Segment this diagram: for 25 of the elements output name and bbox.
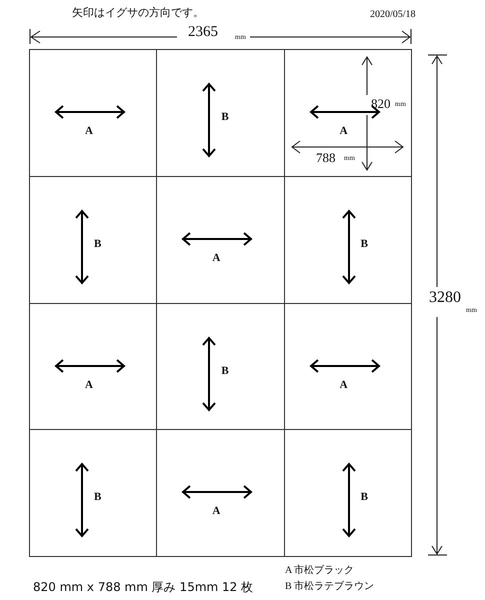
mat-type-label: B — [221, 366, 229, 376]
mat-type-label: A — [340, 126, 348, 137]
date-text: 2020/05/18 — [370, 10, 416, 20]
mat-type-label: A — [212, 252, 220, 264]
tatami-mat — [29, 49, 158, 177]
legend-text: A 市松ブラック — [285, 566, 354, 576]
spec-text: 820 mm x 788 mm 厚み 15mm 12 枚 — [33, 581, 254, 593]
dimension-label: 2365 — [188, 25, 218, 40]
mat-type-label: A — [340, 380, 348, 390]
mat-type-label: A — [212, 506, 220, 518]
note-text: 矢印はイグサの方向です。 — [72, 8, 204, 19]
mat-type-label: A — [85, 380, 93, 390]
mat-type-label: B — [221, 112, 229, 123]
dimension-label: 820 — [371, 97, 390, 110]
mat-type-label: B — [360, 492, 368, 504]
tatami-mat — [29, 429, 158, 557]
mat-type-label: B — [94, 238, 102, 250]
legend-text: B 市松ラテブラウン — [285, 582, 374, 592]
dimension-label: 3280 — [429, 290, 461, 306]
tatami-mat — [284, 429, 412, 557]
mat-type-label: A — [85, 126, 93, 137]
tatami-mat — [284, 49, 412, 177]
mat-type-label: B — [360, 238, 368, 250]
dimension-label: 788 — [316, 151, 336, 164]
mat-type-label: B — [94, 492, 102, 504]
